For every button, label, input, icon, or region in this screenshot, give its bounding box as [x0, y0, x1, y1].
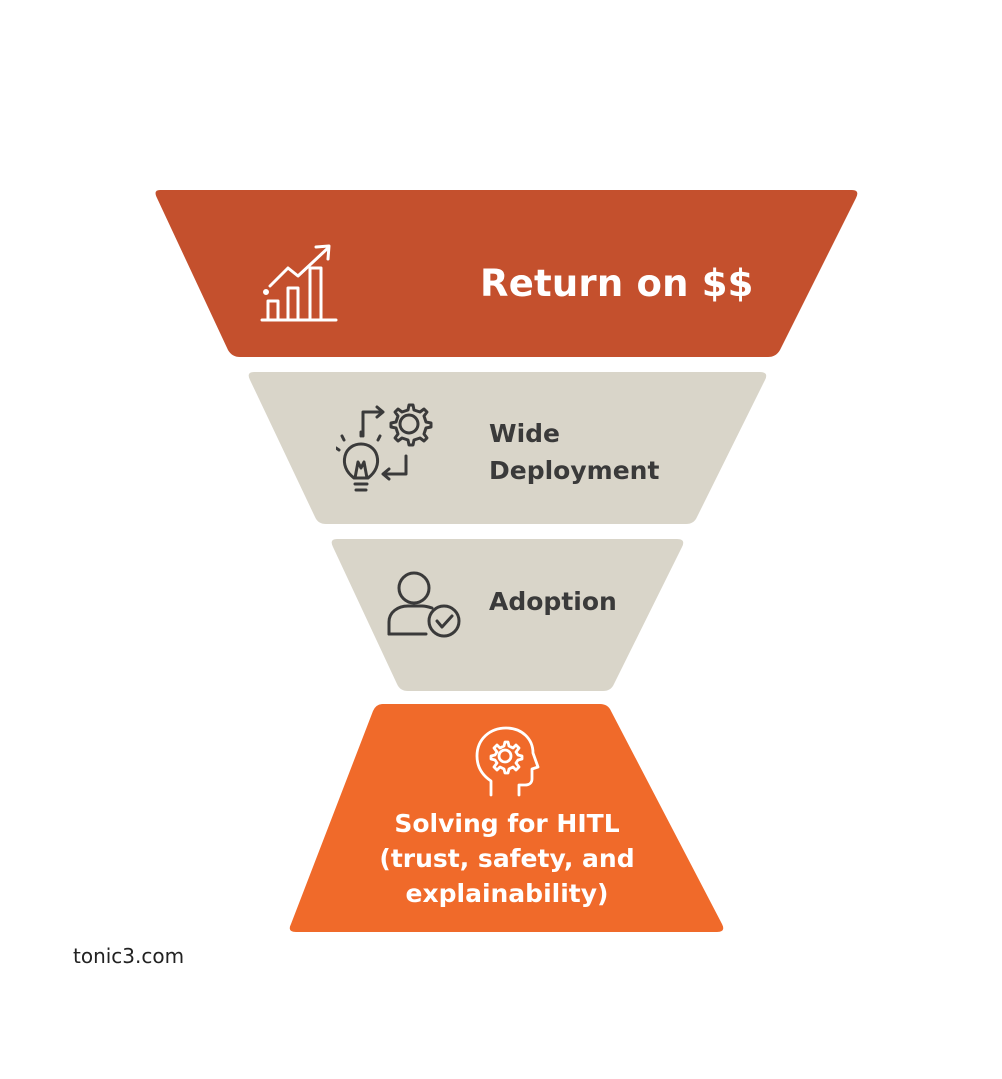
source-footer: tonic3.com — [73, 944, 185, 968]
funnel-level-hitl — [289, 704, 724, 932]
funnel-level-deployment — [248, 372, 767, 524]
level-label-deployment: Wide Deployment — [489, 415, 659, 489]
growth-chart-icon — [260, 244, 338, 322]
funnel-level-adoption — [331, 539, 684, 691]
level-label-hitl-line: (trust, safety, and — [379, 844, 635, 873]
user-check-icon — [387, 571, 461, 638]
level-label-hitl: Solving for HITL (trust, safety, and exp… — [379, 806, 634, 911]
level-label-adoption: Adoption — [489, 587, 617, 616]
level-label-deployment-line: Deployment — [489, 456, 660, 485]
level-label-hitl-line: Solving for HITL — [394, 809, 620, 838]
head-gear-icon — [475, 726, 540, 797]
level-label-return: Return on $$ — [480, 262, 754, 305]
idea-process-gear-icon — [336, 403, 433, 492]
funnel-level-return — [155, 190, 858, 357]
level-label-hitl-line: explainability) — [405, 879, 609, 908]
level-label-deployment-line: Wide — [489, 419, 560, 448]
